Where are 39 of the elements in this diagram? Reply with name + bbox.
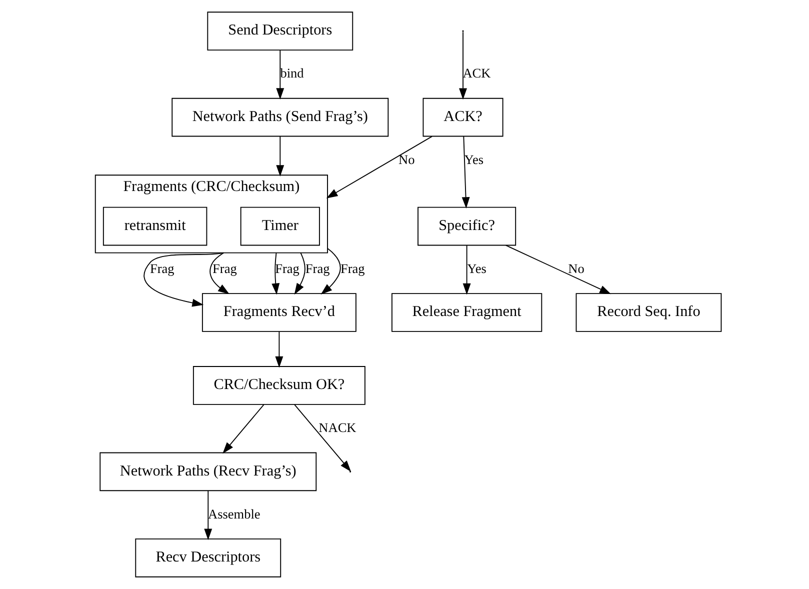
node-box: Fragments Recv’d — [202, 293, 356, 332]
arrow — [294, 404, 352, 472]
node-box: retransmit — [102, 206, 208, 246]
node-box: Release Fragment — [391, 293, 542, 332]
arrow — [144, 252, 224, 307]
arrow — [204, 490, 212, 540]
arrow — [320, 248, 341, 294]
arrow — [462, 136, 470, 209]
node-box: ACK? — [422, 98, 504, 137]
arrow — [326, 136, 432, 198]
edge-label: No — [568, 260, 584, 276]
arrow — [276, 136, 284, 177]
edge-label: Frag — [150, 260, 174, 276]
edge-label: Frag — [340, 260, 365, 276]
arrow — [222, 404, 264, 454]
edge-label: Frag — [275, 260, 300, 276]
arrow — [459, 32, 467, 100]
node-box: Network Paths (Recv Frag’s) — [100, 452, 317, 492]
edge-label: Frag — [305, 260, 330, 276]
arrow — [462, 245, 471, 295]
node-box: Recv Descriptors — [135, 538, 282, 578]
arrow — [210, 252, 230, 294]
edge-label: bind — [280, 66, 304, 81]
edge-label: NACK — [318, 420, 356, 436]
node-box: Timer — [240, 206, 320, 246]
edge-label: Yes — [467, 260, 486, 276]
node-box: CRC/Checksum OK? — [192, 366, 366, 405]
arrow — [294, 252, 306, 295]
node-box: Specific? — [418, 206, 516, 246]
edge-label: Assemble — [208, 506, 260, 522]
arrow — [276, 50, 284, 100]
arrow — [505, 244, 612, 294]
node-box: Send Descriptors — [207, 12, 354, 51]
node-box: Network Paths (Send Frag’s) — [172, 98, 389, 137]
node-box: Record Seq. Info — [576, 293, 722, 332]
edge-label: No — [398, 152, 415, 167]
arrow — [275, 331, 284, 368]
edge-label: Frag — [212, 260, 237, 276]
arrow — [272, 252, 280, 295]
